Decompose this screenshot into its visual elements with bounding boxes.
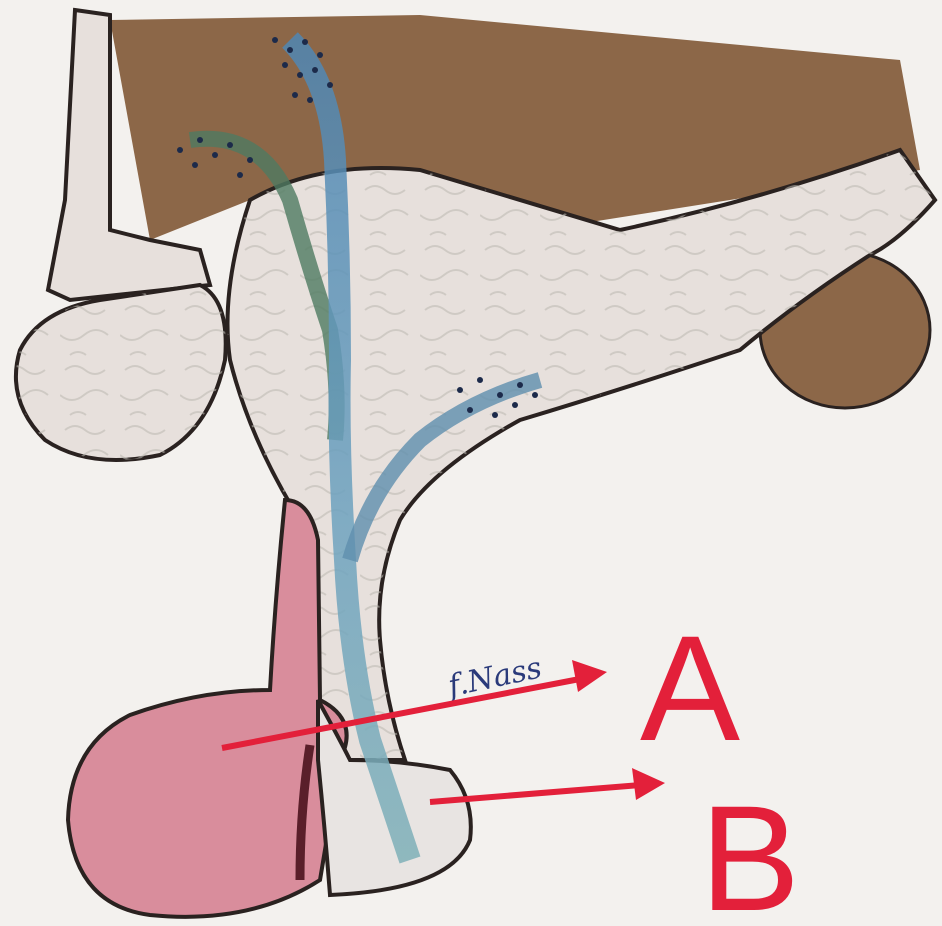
chiasm-texture [16,285,226,460]
label-b: B [700,774,800,926]
label-a: A [640,604,740,772]
anterior-pituitary [68,500,347,917]
arrow-b [430,768,665,802]
